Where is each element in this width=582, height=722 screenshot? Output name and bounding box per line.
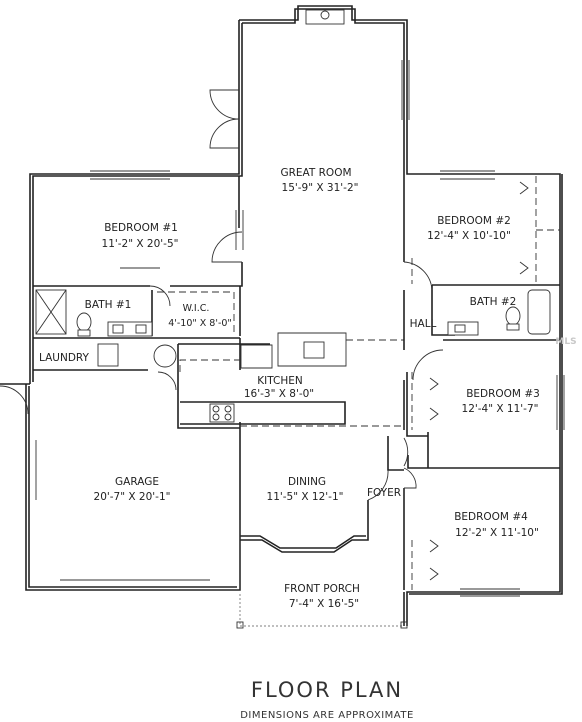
range: [209, 403, 235, 423]
kitchen-name: KITCHEN: [257, 375, 303, 387]
bedroom-1-dims: 11'-2" X 20'-5": [102, 238, 179, 250]
bedroom-2-name: BEDROOM #2: [437, 215, 511, 227]
watermark: MLS: [555, 337, 576, 347]
wic-name: W.I.C.: [183, 303, 210, 314]
bedroom-3-name: BEDROOM #3: [466, 388, 540, 400]
wic-dims: 4'-10" X 8'-0": [168, 318, 232, 329]
laundry-name: LAUNDRY: [39, 352, 90, 364]
dining-dims: 11'-5" X 12'-1": [267, 491, 344, 503]
bedroom-1-name: BEDROOM #1: [104, 222, 178, 234]
exterior-walls: [0, 5, 563, 626]
interior-walls: [33, 176, 560, 629]
great-room-name: GREAT ROOM: [280, 167, 351, 179]
bedroom-3-dims: 12'-4" X 11'-7": [462, 403, 539, 415]
front-porch-name: FRONT PORCH: [284, 583, 360, 595]
laundry-fixtures: [97, 343, 177, 368]
kitchen-fixtures: [209, 341, 325, 423]
toilet-1: [76, 312, 92, 332]
kitchen-sink: [303, 341, 325, 359]
bedroom-4-name: BEDROOM #4: [454, 511, 528, 523]
hall-name: HALL: [410, 318, 437, 330]
front-porch-dims: 7'-4" X 16'-5": [289, 598, 359, 610]
room-labels: GREAT ROOM 15'-9" X 31'-2" BEDROOM #1 11…: [39, 167, 540, 610]
great-room-dims: 15'-9" X 31'-2": [282, 182, 359, 194]
bath-2-fixtures: [447, 289, 551, 336]
garage-dims: 20'-7" X 20'-1": [94, 491, 171, 503]
foyer-name: FOYER: [367, 487, 401, 499]
kitchen-dims: 16'-3" X 8'-0": [244, 388, 314, 400]
vanity-2: [447, 321, 479, 336]
bath-2-name: BATH #2: [470, 296, 517, 308]
bath-1-name: BATH #1: [85, 299, 132, 311]
vanity-1: [107, 321, 153, 337]
french-doors: [209, 89, 240, 149]
garage-name: GARAGE: [115, 476, 159, 488]
bath-1-fixtures: [35, 289, 153, 337]
dining-name: DINING: [288, 476, 326, 488]
washer: [153, 344, 177, 368]
windows: [60, 60, 565, 597]
plan-title: FLOOR PLAN: [251, 678, 403, 702]
bedroom-2-dims: 12'-4" X 10'-10": [427, 230, 511, 242]
doors: [0, 181, 529, 581]
fireplace: [305, 9, 345, 25]
plan-subtitle: DIMENSIONS ARE APPROXIMATE: [240, 710, 414, 721]
toilet-2: [505, 306, 521, 326]
bedroom-4-dims: 12'-2" X 11'-10": [455, 527, 539, 539]
bathtub: [527, 289, 551, 335]
laundry-sink: [97, 343, 119, 367]
